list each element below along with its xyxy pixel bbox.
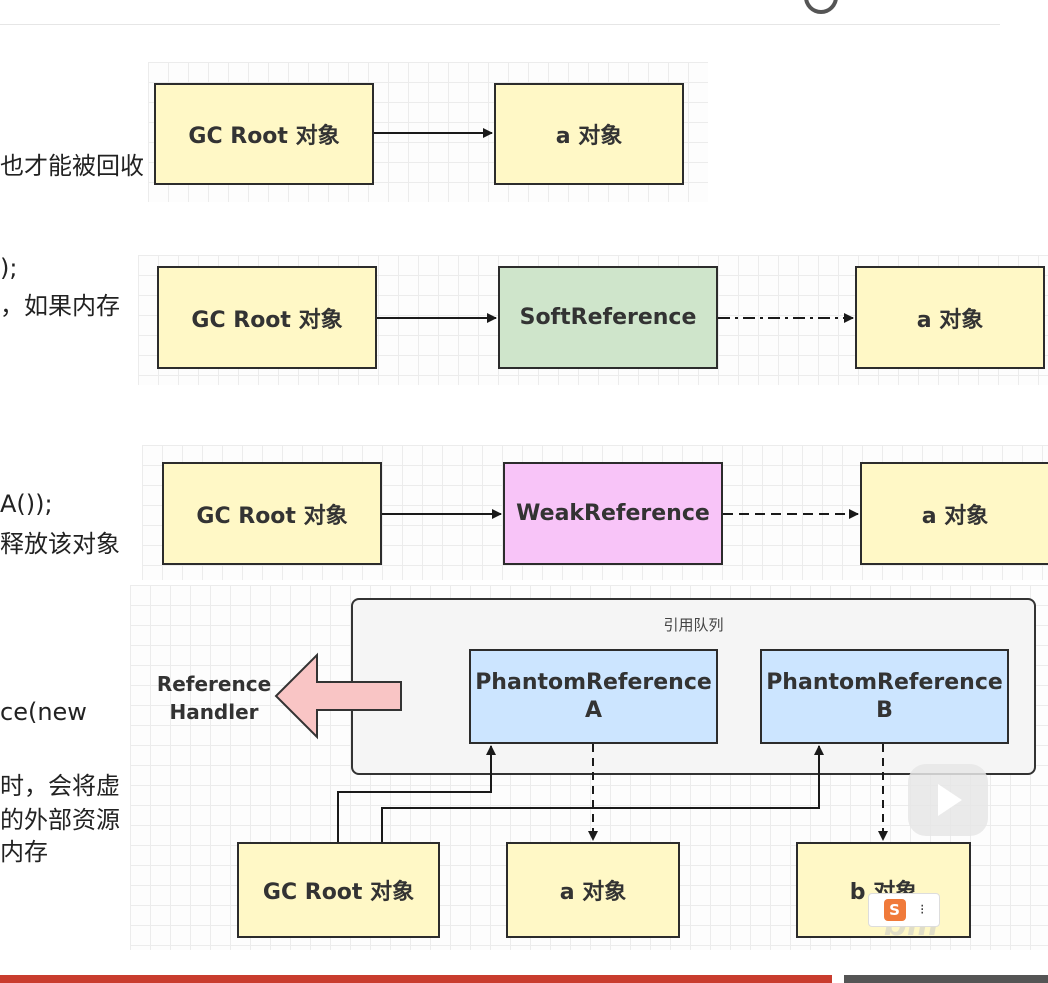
reference-queue-label: 引用队列 xyxy=(663,616,724,634)
input-method-icon[interactable]: S ⁝ xyxy=(868,893,940,927)
phantom-root-to-b xyxy=(381,745,824,842)
soft-reference-box: SoftReference xyxy=(498,266,718,369)
side-text-7: 时，会将虚 xyxy=(0,772,120,800)
phantom-gc-root: GC Root 对象 xyxy=(237,842,440,938)
phantom-reference-a: PhantomReference A xyxy=(469,649,718,744)
phantom-reference-b-line2: B xyxy=(876,697,893,723)
side-text-8: 的外部资源 xyxy=(0,806,120,834)
side-text-4: A()); xyxy=(0,490,53,518)
video-progress-played[interactable] xyxy=(0,975,832,983)
side-text-2: ); xyxy=(0,254,18,282)
play-icon[interactable] xyxy=(908,764,988,836)
handler-big-arrow xyxy=(274,652,402,740)
phantom-root-to-a xyxy=(337,745,496,842)
phantom-a-object: a 对象 xyxy=(506,842,680,938)
phantom-reference-b: PhantomReference B xyxy=(760,649,1009,744)
reference-handler-line2: Handler xyxy=(169,700,259,724)
side-text-9: 内存 xyxy=(0,838,48,866)
strong-a-object: a 对象 xyxy=(494,83,684,185)
weak-a-object: a 对象 xyxy=(860,462,1048,565)
side-text-1: 也才能被回收 xyxy=(0,152,144,180)
side-text-5: 释放该对象 xyxy=(0,530,120,558)
side-text-3: ，如果内存 xyxy=(0,292,120,320)
phantom-reference-a-line2: A xyxy=(584,697,603,723)
header-divider xyxy=(0,24,1000,25)
strong-gc-root: GC Root 对象 xyxy=(154,83,374,185)
reference-handler-line1: Reference xyxy=(156,672,272,696)
weak-gc-root: GC Root 对象 xyxy=(162,462,382,565)
video-progress-remaining[interactable] xyxy=(844,975,1048,983)
side-text-6: ce(new xyxy=(0,698,87,726)
reference-handler-label: Reference Handler xyxy=(152,670,276,726)
soft-a-object: a 对象 xyxy=(855,266,1045,369)
sogou-s-icon: S xyxy=(883,899,906,921)
soft-gc-root: GC Root 对象 xyxy=(157,266,377,369)
ime-menu-icon: ⁝ xyxy=(920,902,925,918)
phantom-reference-b-line1: PhantomReference xyxy=(766,669,1003,695)
phantom-reference-a-line1: PhantomReference xyxy=(475,669,712,695)
weak-reference-box: WeakReference xyxy=(503,462,723,565)
